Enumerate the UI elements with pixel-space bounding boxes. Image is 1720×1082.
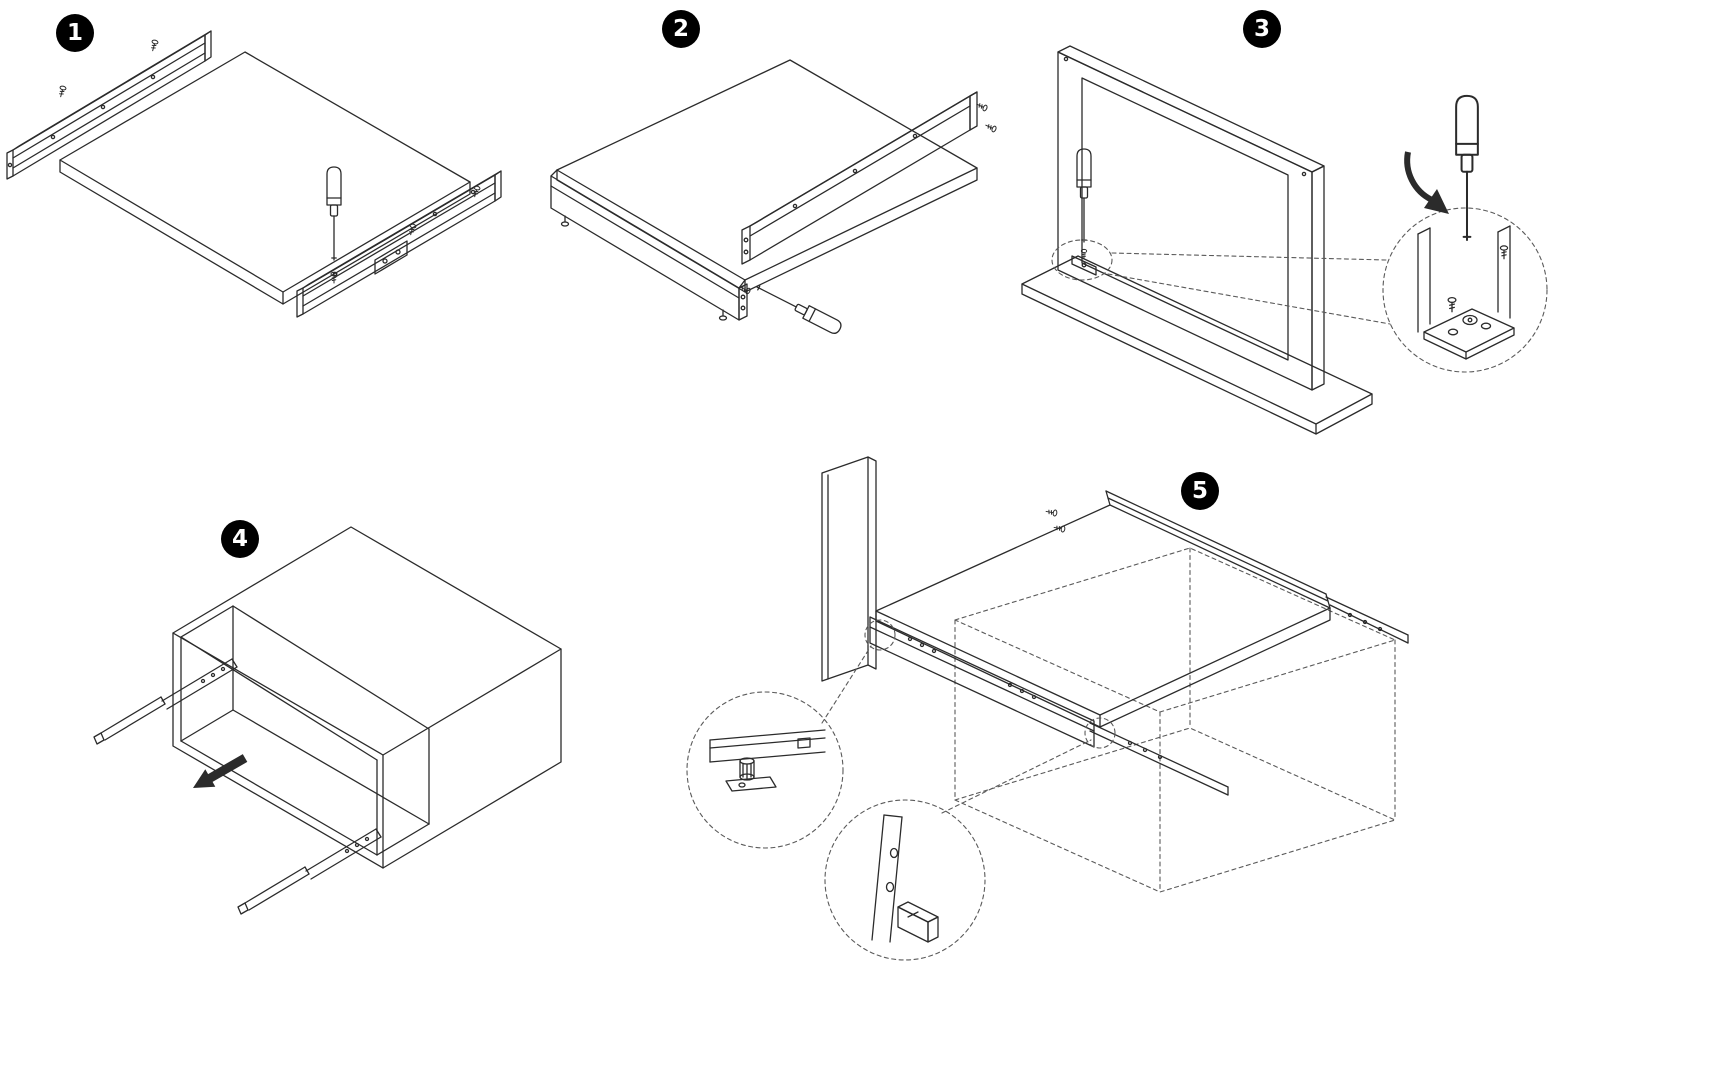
screw-icon: [1447, 297, 1457, 313]
drawer-assembly: [821, 456, 1409, 796]
pull-direction-arrow-icon: [193, 754, 248, 788]
detail-leader-line: [1107, 273, 1391, 325]
step-4-illustration: [93, 526, 562, 915]
slide-front-pin-detail: [709, 729, 826, 792]
step-1-badge: 1: [56, 14, 94, 52]
step-3-number: 3: [1253, 15, 1270, 42]
detail-zoom-circle: [824, 799, 986, 961]
drawer-slide-lower: [237, 828, 382, 915]
rotation-arrow-icon: [1404, 151, 1449, 214]
drawer-slide-upper: [93, 658, 238, 745]
detail-zoom-marker: [1051, 239, 1113, 281]
cabinet-box: [172, 526, 562, 869]
cabinet-frame: [1057, 45, 1325, 391]
detail-zoom-marker: [864, 619, 896, 651]
screwdriver-icon: [1076, 148, 1092, 243]
detail-zoom-circle: [1382, 207, 1548, 373]
step-4-number: 4: [231, 525, 248, 552]
step-5-number: 5: [1191, 477, 1208, 504]
detail-zoom-circle: [686, 691, 844, 849]
screw-icon: [984, 121, 998, 133]
drawer-bottom-panel: [556, 59, 978, 293]
dashed-cabinet-outline: [954, 547, 1396, 893]
step-2-illustration: [550, 59, 998, 337]
step-3-illustration: [1021, 45, 1548, 435]
screwdriver-icon: [326, 166, 342, 261]
step-4-badge: 4: [221, 520, 259, 558]
drawer-front-rail: [550, 169, 748, 321]
base-panel: [1021, 255, 1373, 435]
step-3-badge: 3: [1243, 10, 1281, 48]
screw-icon: [149, 38, 159, 52]
step-2-badge: 2: [662, 10, 700, 48]
screwdriver-icon: [753, 280, 844, 337]
screw-icon: [1053, 523, 1066, 533]
drawer-back-rail: [741, 91, 978, 265]
screw-icon: [1045, 507, 1058, 517]
corner-bracket: [1071, 255, 1097, 276]
bracket-detail: [1417, 225, 1515, 360]
drawer-bottom-panel: [59, 51, 471, 305]
step-2-number: 2: [672, 15, 689, 42]
step-5-illustration: [686, 456, 1409, 961]
slide-rail-left: [6, 30, 212, 180]
detail-zoom-marker: [1084, 717, 1116, 749]
screw-icon: [1499, 245, 1509, 260]
drawer-with-slides: [821, 456, 1409, 796]
detail-leader-line: [821, 645, 872, 724]
screwdriver-icon: [1455, 94, 1479, 242]
screw-icon: [57, 84, 67, 98]
step-1-illustration: [6, 30, 502, 318]
step-1-number: 1: [66, 19, 83, 46]
step-5-badge: 5: [1181, 472, 1219, 510]
latch-clip-detail: [871, 814, 939, 943]
detail-leader-line: [1111, 252, 1387, 261]
detail-leader-line: [941, 739, 1092, 814]
